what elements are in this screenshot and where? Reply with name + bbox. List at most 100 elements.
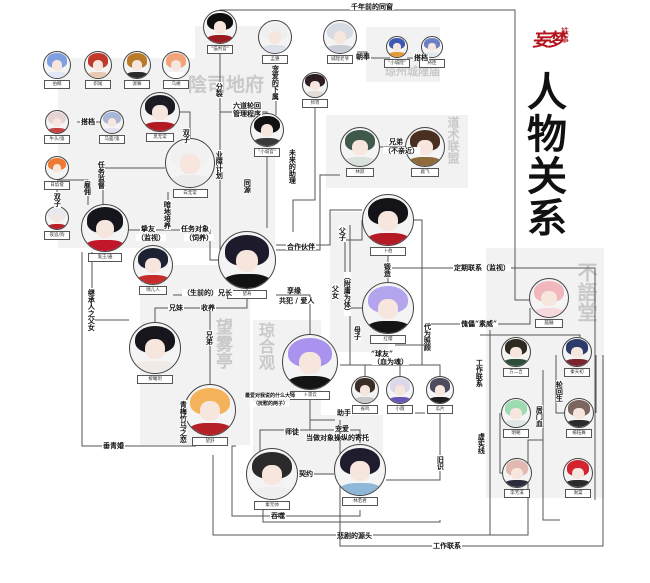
relation-label: 未来的助理	[288, 148, 298, 185]
relation-label: 兄弟	[205, 330, 215, 346]
relation-label: 暗地培养	[163, 200, 173, 230]
character-name-tag: "猫判官"	[207, 45, 233, 54]
relation-label: 傀儡“素威”	[460, 319, 499, 328]
relation-label: 最爱对我说的什么大师	[244, 393, 297, 400]
relation-label: 收养	[200, 303, 216, 312]
character-avatar[interactable]	[43, 51, 71, 79]
character-name-tag: 白无常	[172, 189, 208, 198]
relation-label: 父女	[331, 284, 341, 300]
character-avatar[interactable]	[421, 36, 443, 58]
character-avatar[interactable]	[340, 127, 380, 167]
relation-label: 雇佣	[83, 180, 93, 196]
relation-label: （血为魂）	[372, 357, 409, 366]
character-avatar[interactable]	[258, 20, 292, 54]
character-name-tag: 师宵	[302, 99, 328, 108]
character-avatar[interactable]	[129, 322, 181, 374]
character-name-tag: 乌裙	[163, 80, 189, 89]
relation-label: 师徒	[284, 427, 300, 436]
region-label-qionghe: 琼合观	[256, 322, 275, 370]
character-avatar[interactable]	[426, 376, 454, 404]
character-name-tag: 脑髓	[535, 319, 563, 328]
relation-label: 继承人之父女	[87, 288, 97, 332]
character-avatar[interactable]	[203, 10, 237, 44]
character-name-tag: 秦天初	[564, 368, 590, 377]
character-avatar[interactable]	[140, 92, 180, 132]
character-name-tag: 鬼王/蛊	[88, 253, 122, 262]
character-avatar[interactable]	[564, 398, 594, 428]
character-avatar[interactable]	[351, 376, 379, 404]
relation-label: （抚慰的两子）	[252, 401, 290, 408]
relation-label: 挚友	[140, 224, 156, 233]
relation-label: 搭档	[80, 117, 96, 126]
relation-label: 工作联系	[432, 541, 462, 550]
character-avatar[interactable]	[165, 138, 215, 188]
character-name-tag: 黑无常	[146, 133, 174, 142]
relation-label: 任务对象	[180, 224, 210, 233]
relation-label: 千年前的同窗	[350, 2, 394, 11]
character-name-tag: 鹿飞	[411, 168, 439, 177]
relation-label: 兄妹	[168, 303, 184, 312]
character-avatar[interactable]	[323, 20, 357, 54]
character-avatar[interactable]	[250, 113, 284, 147]
relation-label: 管理程序	[232, 109, 262, 118]
relation-label: 共犯 / 爱人	[278, 296, 316, 305]
character-name-tag: 日焰僧	[44, 181, 70, 190]
character-avatar[interactable]	[218, 231, 276, 289]
character-name-tag: 瓜片	[427, 405, 453, 414]
character-avatar[interactable]	[386, 376, 414, 404]
character-name-tag: 林跃	[346, 168, 374, 177]
region-label-buyutang: 不語堂	[574, 262, 598, 322]
character-name-tag: 秦元帅	[253, 501, 291, 510]
character-name-tag: 将臣	[419, 59, 445, 68]
character-avatar[interactable]	[386, 36, 408, 58]
relation-label: 宠爱的下属	[271, 64, 281, 101]
character-avatar[interactable]	[45, 206, 69, 230]
character-name-tag: 楊钰舞	[566, 429, 592, 438]
character-avatar[interactable]	[562, 337, 592, 367]
character-avatar[interactable]	[123, 51, 151, 79]
character-name-tag: 炽尾	[85, 80, 111, 89]
character-name-tag: 马面/鬼	[99, 135, 125, 144]
character-avatar[interactable]	[501, 337, 531, 367]
relation-label: 双子	[53, 192, 63, 208]
relation-label: （附庸为体）	[343, 272, 353, 316]
character-avatar[interactable]	[246, 448, 298, 500]
character-avatar[interactable]	[563, 458, 593, 488]
relation-label: 契约	[298, 469, 314, 478]
character-name-tag: 渡嘛	[124, 80, 150, 89]
character-avatar[interactable]	[45, 110, 69, 134]
character-avatar[interactable]	[362, 194, 414, 246]
character-name-tag: "小城官"	[254, 148, 280, 157]
character-avatar[interactable]	[84, 51, 112, 79]
character-avatar[interactable]	[529, 278, 569, 318]
relation-label: 吞噬	[270, 511, 286, 520]
region-label-wangwuting: 望雾亭	[212, 318, 232, 369]
character-name-tag: 望舒	[191, 437, 229, 446]
relation-label: 父子	[338, 226, 348, 242]
character-avatar[interactable]	[501, 398, 531, 428]
region-label-alliance: 道术联盟	[446, 116, 460, 164]
character-avatar[interactable]	[162, 51, 190, 79]
character-name-tag: 李芳溪	[504, 489, 530, 498]
character-name-tag: 小薇	[387, 405, 413, 414]
character-name-tag: 城隍老爷	[327, 55, 353, 64]
character-avatar[interactable]	[184, 384, 236, 436]
character-name-tag: 伯椰	[44, 80, 70, 89]
relation-label: 锻造	[383, 262, 393, 278]
character-avatar[interactable]	[100, 110, 124, 134]
character-avatar[interactable]	[362, 282, 414, 334]
character-avatar[interactable]	[282, 334, 338, 390]
relation-label: （饲养）	[184, 233, 214, 242]
character-avatar[interactable]	[45, 156, 69, 180]
relation-label: 工作联系	[475, 358, 485, 388]
character-avatar[interactable]	[133, 245, 173, 285]
character-avatar[interactable]	[302, 72, 328, 98]
character-name-tag: 夜追/狗	[44, 231, 70, 240]
character-avatar[interactable]	[334, 444, 386, 496]
relation-label: （生前的）兄长	[182, 288, 233, 297]
character-avatar[interactable]	[502, 458, 532, 488]
character-avatar[interactable]	[81, 204, 129, 252]
character-name-tag: 谢棠	[565, 489, 591, 498]
region-label-underworld: 陰司地府	[188, 74, 265, 96]
